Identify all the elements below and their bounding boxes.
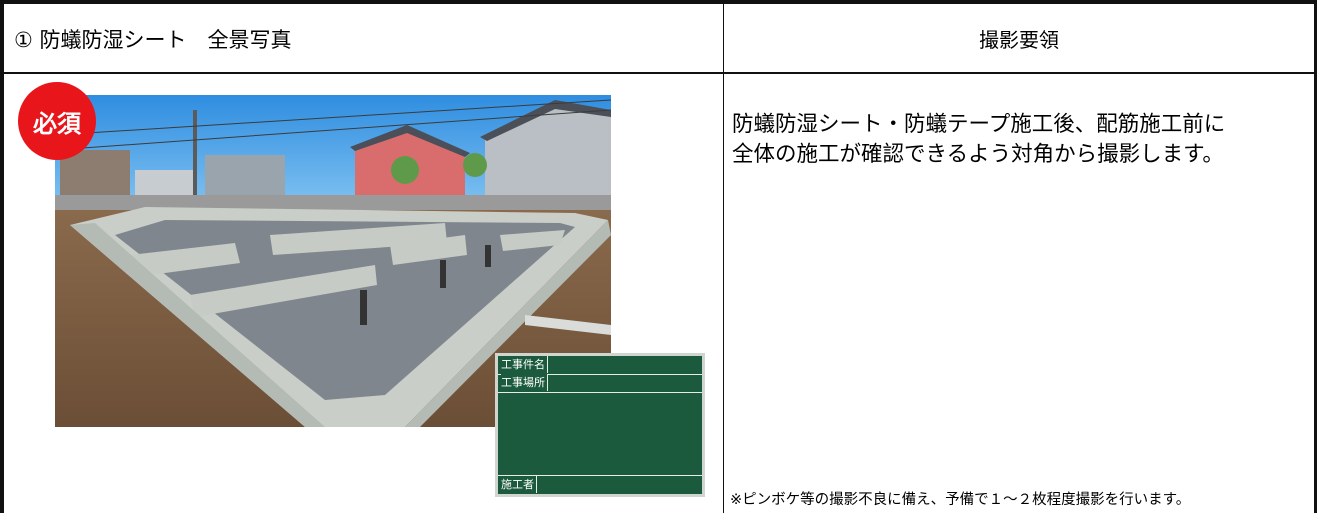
guideline-cell: 防蟻防湿シート・防蟻テープ施工後、配筋施工前に 全体の施工が確認できるよう対角か… [724, 74, 1317, 513]
guideline-title: 撮影要領 [979, 28, 1059, 52]
board-label-project-name: 工事件名 [501, 356, 548, 373]
photo-cell [0, 74, 724, 513]
example-photo [55, 95, 611, 427]
reserve-shot-note: ※ピンボケ等の撮影不良に備え、予備で１～２枚程度撮影を行います。 [730, 492, 1191, 508]
guideline-description: 防蟻防湿シート・防蟻テープ施工後、配筋施工前に 全体の施工が確認できるよう対角か… [732, 112, 1226, 167]
board-row-project-name: 工事件名 [498, 356, 702, 375]
board-row-contractor: 施工者 [498, 475, 702, 495]
required-badge: 必須 [18, 82, 96, 160]
board-label-contractor: 施工者 [501, 476, 537, 493]
construction-blackboard: 工事件名 工事場所 施工者 [495, 353, 705, 497]
item-title: ① 防蟻防湿シート 全景写真 [14, 28, 292, 52]
header-guideline-cell: 撮影要領 [724, 0, 1317, 74]
header-item-cell: ① 防蟻防湿シート 全景写真 [0, 0, 724, 74]
board-label-location: 工事場所 [501, 374, 548, 391]
board-row-location: 工事場所 [498, 374, 702, 393]
